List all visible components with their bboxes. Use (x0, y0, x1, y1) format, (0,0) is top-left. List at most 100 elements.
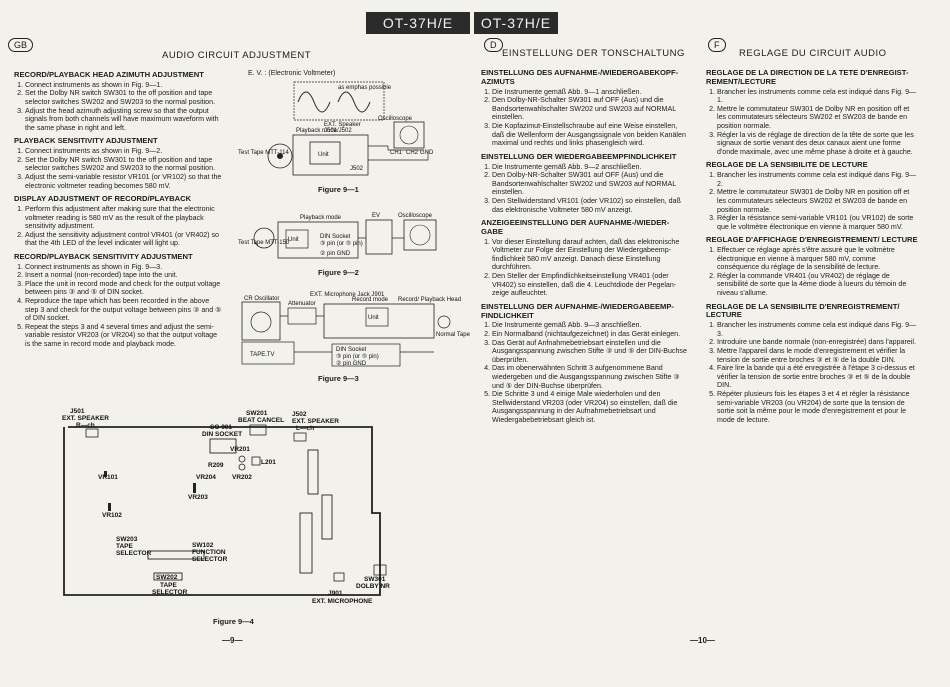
de-s2-heading: EINSTELLUNG DER WIEDERGABEEMPFINDLICHKEI… (481, 151, 677, 161)
de-s4-heading: EINSTELLUNG DER AUFNAHME-/WIEDERGABEEMP-… (481, 301, 674, 320)
gb-s2-heading: PLAYBACK SENSITIVITY ADJUSTMENT (14, 136, 158, 146)
fr-s1-heading: REGLAGE DE LA DIRECTION DE LA TETE D'ENR… (706, 68, 909, 86)
figure-9-1-caption: Figure 9—1 (318, 185, 359, 194)
fig3-mic-label: EXT. Microphone Jack J901 (310, 292, 385, 298)
step-item: Die Instrumente gemäß Abb. 9—1 anschließ… (492, 88, 691, 97)
step-item: Perform this adjustment after making sur… (25, 205, 222, 231)
fr-s2-heading: REGLAGE DE LA SENSIBILITE DE LECTURE (706, 160, 868, 170)
fig2-pins-label: ③ pin (or ⑤ pin) (320, 240, 363, 247)
fig1-testtape-label: Test Tape MTT-114 (238, 150, 289, 156)
step-item: Reproduce the tape which has been record… (25, 297, 222, 323)
fr-text-column: REGLAGE DE LA DIRECTION DE LA TETE D'ENR… (706, 64, 918, 424)
step-item: Adjust the sensitivity adjustment contro… (25, 231, 222, 248)
pcb-sw102: SW102 (192, 542, 214, 549)
step-item: Den Dolby-NR-Schalter SW301 auf OFF (Aus… (492, 171, 691, 197)
step-item: Adjust the head azimuth adjusting screw … (25, 107, 222, 133)
step-item: Mettre l'appareil dans le mode d'enregis… (717, 347, 918, 364)
de-s2-steps: Die Instrumente gemäß Abb. 9—2 anschließ… (481, 163, 691, 215)
step-item: Die Instrumente gemäß Abb. 9—2 anschließ… (492, 163, 691, 172)
header-left-model: OT-37H/E (366, 12, 470, 34)
waveform-box: as emphas possible (293, 81, 392, 121)
pcb-vr203: VR203 (188, 494, 208, 501)
step-item: Mettre le commutateur SW301 de Dolby NR … (717, 105, 918, 131)
fr-s4-steps: Brancher les instruments comme cela est … (706, 321, 918, 424)
gb-title: AUDIO CIRCUIT ADJUSTMENT (162, 50, 312, 61)
fig1-playback-label: Playback mode (296, 128, 338, 134)
step-item: Effectuer ce réglage après s'être assuré… (717, 246, 918, 272)
fig3-nt-label: Normal Tape (436, 332, 471, 338)
pcb-lch: L—ch (296, 425, 314, 432)
pcb-tape-1: TAPE (116, 543, 134, 550)
gb-s4-steps: Connect instruments as shown in Fig. 9—3… (14, 263, 222, 349)
pcb-r209: R209 (208, 462, 224, 469)
gb-s1-heading: RECORD/PLAYBACK HEAD AZIMUTH ADJUSTMENT (14, 70, 204, 79)
step-item: Introduire une bande normale (non-enregi… (717, 338, 918, 347)
step-item: Den Stellwiderstand VR101 (oder VR102) s… (492, 197, 691, 214)
step-item: Faire lire la bande qui a été enregistré… (717, 364, 918, 390)
step-item: Adjust the semi-variable resistor VR101 … (25, 173, 222, 190)
step-item: Brancher les instruments comme cela est … (717, 88, 918, 105)
gb-s1-steps: Connect instruments as shown in Fig. 9—1… (14, 81, 222, 133)
de-s1-heading: EINSTELLUNG DES AUFNAHME-/WIEDERGABEKOPF… (481, 68, 679, 86)
fig3-unit-label: Unit (368, 315, 379, 321)
step-item: Die Kopfazimut-Einstellschraube auf eine… (492, 122, 691, 148)
de-s1-steps: Die Instrumente gemäß Abb. 9—1 anschließ… (481, 88, 691, 148)
lang-badge-de: D (484, 38, 503, 52)
pcb-function: FUNCTION (192, 549, 226, 556)
fig3-gnd-label: ② pin GND (336, 360, 367, 367)
lang-badge-gb: GB (8, 38, 34, 52)
pcb-j901: J901 (328, 590, 343, 597)
pcb-sw203: SW203 (116, 536, 138, 543)
step-item: Set the Dolby NR switch SW301 to the off… (25, 89, 222, 106)
fig2-testtape-label: Test Tape MTT-150 (238, 240, 290, 246)
header-right-model: OT-37H/E (474, 12, 558, 34)
de-s4-steps: Die Instrumente gemäß Abb. 9—3 anschließ… (481, 321, 691, 424)
gb-s2-steps: Connect instruments as shown in Fig. 9—2… (14, 147, 222, 190)
pcb-j502: J502 (292, 411, 307, 418)
figure-9-2-caption: Figure 9—2 (318, 268, 359, 277)
step-item: Régler la commande VR401 (ou VR402) de r… (717, 272, 918, 298)
step-item: Set the Dolby NR switch SW301 to the off… (25, 156, 222, 173)
fig2-playback-label: Playback mode (300, 215, 342, 221)
fig1-extspeaker-label: EXT. Speaker (324, 122, 361, 128)
fr-title: REGLAGE DU CIRCUIT AUDIO (739, 48, 887, 59)
fig2-unit-label: Unit (288, 237, 299, 243)
step-item: Insert a normal (non-recorded) tape into… (25, 271, 222, 280)
pcb-vr101: VR101 (98, 474, 118, 481)
step-item: Mettre le commutateur SW301 de Dolby NR … (717, 188, 918, 214)
fr-s3-steps: Effectuer ce réglage après s'être assuré… (706, 246, 918, 298)
pcb-ext-mic: EXT. MICROPHONE (312, 598, 373, 605)
pcb-so901: SO 901 (210, 424, 232, 431)
pcb-sw201: SW201 (246, 410, 268, 417)
step-item: Das im obenerwähnten Schritt 3 aufgenomm… (492, 364, 691, 390)
pcb-selector-2: SELECTOR (192, 556, 228, 563)
step-item: Den Dolby-NR-Schalter SW301 auf OFF (Aus… (492, 96, 691, 122)
fig3-pins-label: ③ pin (or ⑤ pin) (336, 353, 379, 360)
step-item: Brancher les instruments comme cela est … (717, 321, 918, 338)
fig1-emph-label: as emphas possible (338, 85, 392, 91)
gb-s3-steps: Perform this adjustment after making sur… (14, 205, 222, 248)
pcb-selector-3: SELECTOR (152, 589, 188, 596)
step-item: Brancher les instruments comme cela est … (717, 171, 918, 188)
pcb-vr202: VR202 (232, 474, 252, 481)
fr-s1-steps: Brancher les instruments comme cela est … (706, 88, 918, 157)
fig1-gnd-label: GND (420, 150, 434, 156)
pcb-vr204: VR204 (196, 474, 216, 481)
fig3-att-label: Attenuator (288, 301, 316, 307)
de-text-column: EINSTELLUNG DES AUFNAHME-/WIEDERGABEKOPF… (481, 64, 691, 425)
step-item: Ein Normalband (nichtaufgezeichnet) in d… (492, 330, 691, 339)
fig2-din-label: DIN Socket (320, 234, 351, 240)
fig1-j502-label: J502 (350, 166, 364, 172)
de-s3-heading: ANZEIGEEINSTELLUNG DER AUFNAHME-/WIEDER-… (481, 218, 670, 236)
step-item: Régler la résistance semi-variable VR101… (717, 214, 918, 231)
gb-text-column: RECORD/PLAYBACK HEAD AZIMUTH ADJUSTMENT C… (14, 66, 222, 349)
pcb-selector-1: SELECTOR (116, 550, 152, 557)
pcb-beat-cancel: BEAT CANCEL (238, 417, 284, 424)
step-item: Connect instruments as shown in Fig. 9—2… (25, 147, 222, 156)
step-item: Répéter plusieurs fois les étapes 3 et 4… (717, 390, 918, 424)
fig1-ch2-label: CH2 (406, 150, 419, 156)
fig1-osc-label: Oscilloscope (378, 116, 413, 122)
ev-legend: E. V. : (Electronic Voltmeter) (248, 70, 336, 77)
fig1-jack-label: J501/J502 (324, 128, 352, 134)
pcb-l201: L201 (261, 459, 276, 466)
